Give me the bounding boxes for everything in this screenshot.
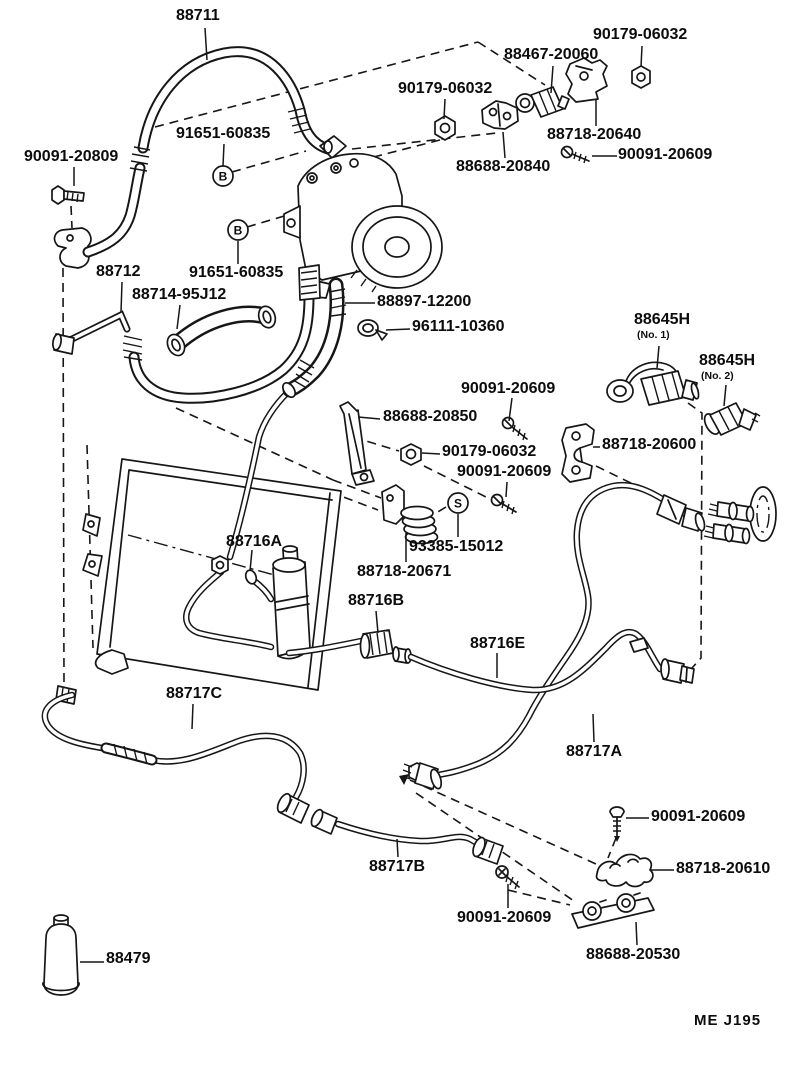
suction-hose-88711 [53,52,328,269]
part-label-90091-20809: 90091-20809 [24,148,119,165]
part-label-88717B: 88717B [369,858,426,875]
part-label-91651-60835-a: 91651-60835 [176,125,271,142]
leader-lines [73,27,727,963]
condenser-bracket-upper [82,513,101,537]
pipe-88717C [45,685,310,824]
part-label-88716E: 88716E [470,635,526,652]
part-label-88688-20840: 88688-20840 [456,158,551,175]
part-label-90091-20609-a: 90091-20609 [618,146,713,163]
hose-bracket [53,227,92,269]
receiver-bottle-88479 [42,914,80,996]
part-label-88716A: 88716A [226,533,283,550]
compressor-clutch-pulley [351,205,443,289]
screw-90091-20609-mid [501,416,528,441]
part-label-93385-15012: 93385-15012 [409,538,504,555]
part-label-90091-20609-e: 90091-20609 [457,909,552,926]
expansion-valve-88467-20060 [515,86,570,118]
nut-90179-06032-mid [400,443,422,466]
nut-90179-06032-mid-top [434,115,456,141]
pipe-88717B [310,808,504,865]
part-label-88718-20671: 88718-20671 [357,563,452,580]
clamp-88718-20600 [561,423,595,483]
screw-90091-20609-mid2 [490,493,517,515]
part-label-88688-20850: 88688-20850 [383,408,478,425]
part-label-88645H-no1-note: (No. 1) [637,329,670,341]
part-label-88467-20060: 88467-20060 [504,46,599,63]
circled-markers: B B S [212,165,469,514]
part-label-90091-20609-b: 90091-20609 [461,380,556,397]
part-label-88718-20610: 88718-20610 [676,860,771,877]
part-label-88717A: 88717A [566,743,623,760]
part-label-88897-12200: 88897-12200 [377,293,472,310]
bracket-88718-20640 [565,57,608,103]
88716A-fitting [244,569,258,585]
clamp-88688-20530 [571,892,655,929]
part-label-88688-20530: 88688-20530 [586,946,681,963]
part-label-88712: 88712 [96,263,141,280]
pipe-88716E [411,632,695,690]
coil-93385-15012 [400,505,434,521]
marker-letter-B1: B [219,170,228,184]
clamp-96111-10360 [357,319,388,341]
condenser-foot [94,649,129,675]
discharge-hose-88897-12200 [281,285,347,399]
assembly-dashed-lines [62,41,703,906]
part-label-90179-06032-a: 90179-06032 [593,26,688,43]
figure-code: ME J195 [694,1012,762,1029]
screw-90091-20609-bottom-right [609,806,625,842]
part-label-88645H-no2-note: (No. 2) [701,370,734,382]
clamp-88688-20840 [481,100,519,130]
pipe-88717A [401,485,706,790]
grommet-marker-B2 [227,219,249,241]
part-label-88716B: 88716B [348,592,405,609]
bracket-88688-20850 [339,401,375,486]
part-label-90091-20609-d: 90091-20609 [651,808,746,825]
marker-letter-S: S [454,497,462,511]
part-label-91651-60835-b: 91651-60835 [189,264,284,281]
part-label-88645H-no1: 88645H [634,311,691,328]
screw-90091-20609-top [560,145,590,164]
pipe-88716B [289,629,412,664]
hose-88712 [51,264,321,398]
nut-90179-06032-top [631,65,651,89]
part-label-88714-95J12: 88714-95J12 [132,286,227,303]
condenser-bracket-lower [82,553,103,577]
compressor [283,135,443,299]
part-label-90179-06032-c: 90179-06032 [442,443,537,460]
part-label-88717C: 88717C [166,685,223,702]
pressure-switch-88645H-no1 [606,361,700,406]
grommet-marker-B1 [212,165,234,187]
bolt-90091-20809 [51,185,85,205]
evaporator-flange-fittings [703,486,777,545]
part-label-90091-20609-c: 90091-20609 [457,463,552,480]
part-label-90179-06032-b: 90179-06032 [398,80,493,97]
88716A-flare-nut [211,555,229,575]
direction-arrow-icon [399,774,409,785]
screw-90091-20609-bottom [495,865,520,890]
ring-marker-S [447,492,469,514]
hose-88714-95J12 [166,305,277,357]
part-label-96111-10360: 96111-10360 [412,318,505,335]
part-label-88711: 88711 [176,7,220,24]
damper-88718-20671 [381,484,439,545]
part-label-88718-20640: 88718-20640 [547,126,642,143]
marker-letter-B2: B [234,224,243,238]
88716E-clamp-ring [629,637,649,653]
receiver-drier-and-88716A [186,392,311,660]
part-label-88718-20600: 88718-20600 [602,436,697,453]
part-label-88479: 88479 [106,950,151,967]
clamp-88718-20610 [595,853,654,888]
part-label-88645H-no2: 88645H [699,352,756,369]
pressure-switch-88645H-no2 [703,402,761,436]
